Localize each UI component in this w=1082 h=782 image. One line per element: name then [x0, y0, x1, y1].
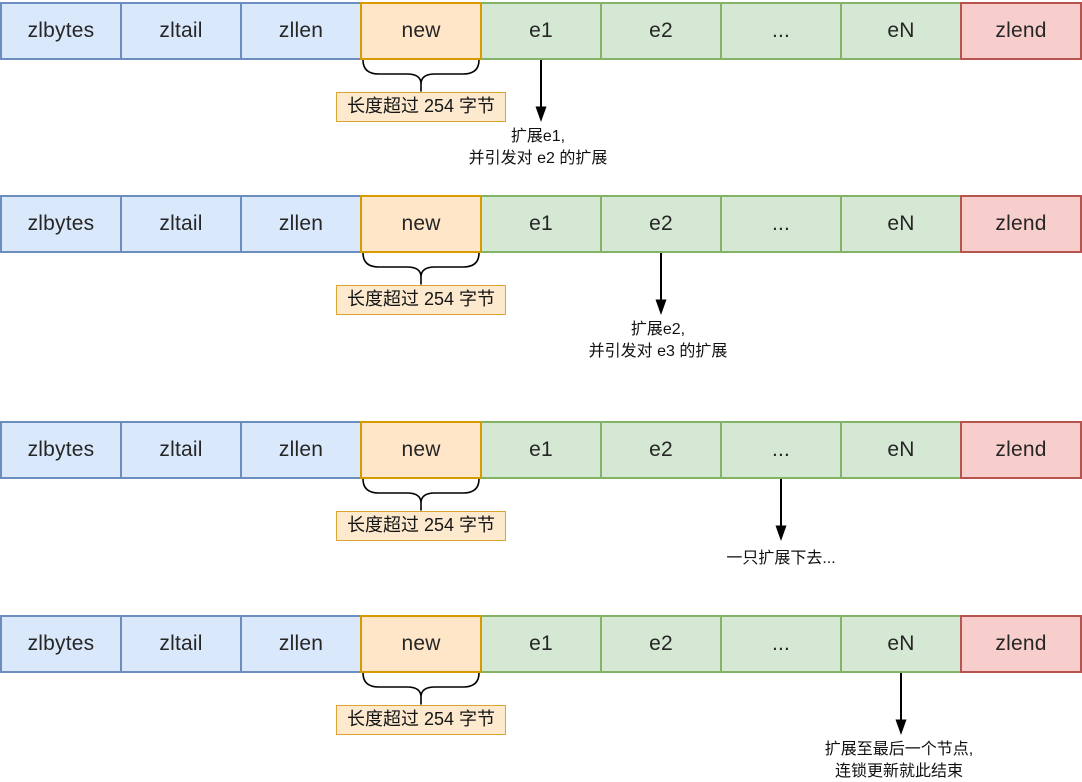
ziplist-row-3: zlbytes zltail zllen new e1 e2 ... eN zl…	[0, 421, 1082, 611]
cell-zltail: zltail	[120, 615, 242, 673]
cell-ellipsis: ...	[720, 195, 842, 253]
cell-zlbytes: zlbytes	[0, 615, 122, 673]
caption-line-2: 连锁更新就此结束	[834, 763, 964, 780]
cell-zlbytes: zlbytes	[0, 421, 122, 479]
cell-ellipsis: ...	[720, 2, 842, 60]
ziplist-bar: zlbytes zltail zllen new e1 e2 ... eN zl…	[0, 195, 1082, 253]
curly-brace-icon	[362, 253, 480, 285]
length-note: 长度超过 254 字节	[335, 511, 507, 541]
caption-line-2: 并引发对 e2 的扩展	[468, 150, 608, 167]
cell-e2: e2	[600, 195, 722, 253]
arrow-down-icon	[535, 60, 547, 122]
ziplist-row-2: zlbytes zltail zllen new e1 e2 ... eN zl…	[0, 195, 1082, 385]
arrow-caption: 一只扩展下去...	[726, 548, 835, 570]
cell-new: new	[360, 2, 482, 60]
ziplist-row-4: zlbytes zltail zllen new e1 e2 ... eN zl…	[0, 615, 1082, 782]
caption-line-1: 一只扩展下去...	[726, 550, 836, 567]
cell-ellipsis: ...	[720, 615, 842, 673]
ziplist-bar: zlbytes zltail zllen new e1 e2 ... eN zl…	[0, 2, 1082, 60]
cell-zllen: zllen	[240, 615, 362, 673]
cell-eN: eN	[840, 195, 962, 253]
cell-zllen: zllen	[240, 2, 362, 60]
cell-new: new	[360, 421, 482, 479]
arrow-caption: 扩展e2, 并引发对 e3 的扩展	[589, 319, 728, 363]
cell-zlbytes: zlbytes	[0, 2, 122, 60]
curly-brace-icon	[362, 60, 480, 92]
arrow-caption: 扩展e1, 并引发对 e2 的扩展	[469, 126, 608, 170]
cell-new: new	[360, 615, 482, 673]
curly-brace-icon	[362, 673, 480, 705]
cell-eN: eN	[840, 421, 962, 479]
cell-e1: e1	[480, 615, 602, 673]
ziplist-bar: zlbytes zltail zllen new e1 e2 ... eN zl…	[0, 421, 1082, 479]
arrow-caption: 扩展至最后一个节点, 连锁更新就此结束	[825, 739, 973, 782]
cell-zllen: zllen	[240, 421, 362, 479]
cell-e1: e1	[480, 195, 602, 253]
caption-line-1: 扩展e2,	[630, 321, 686, 338]
curly-brace-icon	[362, 479, 480, 511]
cell-zlbytes: zlbytes	[0, 195, 122, 253]
cell-e1: e1	[480, 2, 602, 60]
cell-eN: eN	[840, 2, 962, 60]
caption-line-1: 扩展e1,	[510, 128, 566, 145]
cell-zllen: zllen	[240, 195, 362, 253]
length-note: 长度超过 254 字节	[335, 285, 507, 315]
arrow-down-icon	[775, 479, 787, 541]
cell-ellipsis: ...	[720, 421, 842, 479]
ziplist-bar: zlbytes zltail zllen new e1 e2 ... eN zl…	[0, 615, 1082, 673]
cell-e2: e2	[600, 2, 722, 60]
arrow-down-icon	[655, 253, 667, 315]
caption-line-1: 扩展至最后一个节点,	[824, 741, 974, 758]
cell-e1: e1	[480, 421, 602, 479]
length-note: 长度超过 254 字节	[335, 92, 507, 122]
cell-zlend: zlend	[960, 615, 1082, 673]
cell-zlend: zlend	[960, 195, 1082, 253]
cell-e2: e2	[600, 615, 722, 673]
cell-zltail: zltail	[120, 195, 242, 253]
cell-e2: e2	[600, 421, 722, 479]
cell-new: new	[360, 195, 482, 253]
cell-zlend: zlend	[960, 2, 1082, 60]
length-note: 长度超过 254 字节	[335, 705, 507, 735]
ziplist-row-1: zlbytes zltail zllen new e1 e2 ... eN zl…	[0, 2, 1082, 192]
cell-zltail: zltail	[120, 2, 242, 60]
arrow-down-icon	[895, 673, 907, 735]
cell-zltail: zltail	[120, 421, 242, 479]
cell-zlend: zlend	[960, 421, 1082, 479]
caption-line-2: 并引发对 e3 的扩展	[588, 343, 728, 360]
cell-eN: eN	[840, 615, 962, 673]
